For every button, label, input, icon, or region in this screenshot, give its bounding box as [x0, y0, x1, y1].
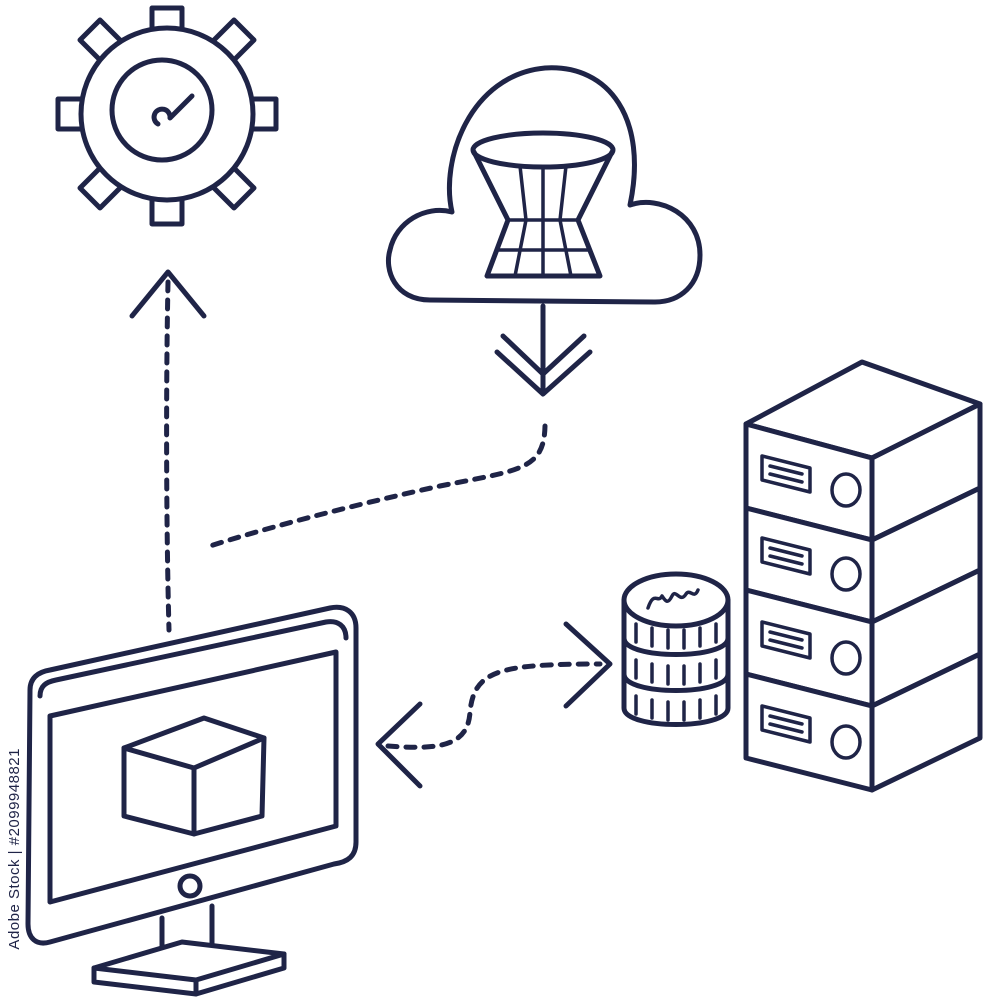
arrow-left-icon — [375, 701, 423, 789]
arrow-down-icon — [207, 303, 593, 549]
server-rack-icon — [743, 359, 983, 793]
gear-gauge-icon — [55, 5, 279, 227]
bidirectional-connector — [385, 661, 603, 750]
watermark-text: Adobe Stock | #2099948821 — [6, 748, 23, 950]
database-stack-icon — [621, 571, 731, 727]
cloud-funnel-icon — [385, 65, 703, 305]
arrow-up-icon — [129, 269, 207, 633]
arrow-right-icon — [563, 621, 613, 709]
monitor-cube-icon — [25, 604, 359, 997]
